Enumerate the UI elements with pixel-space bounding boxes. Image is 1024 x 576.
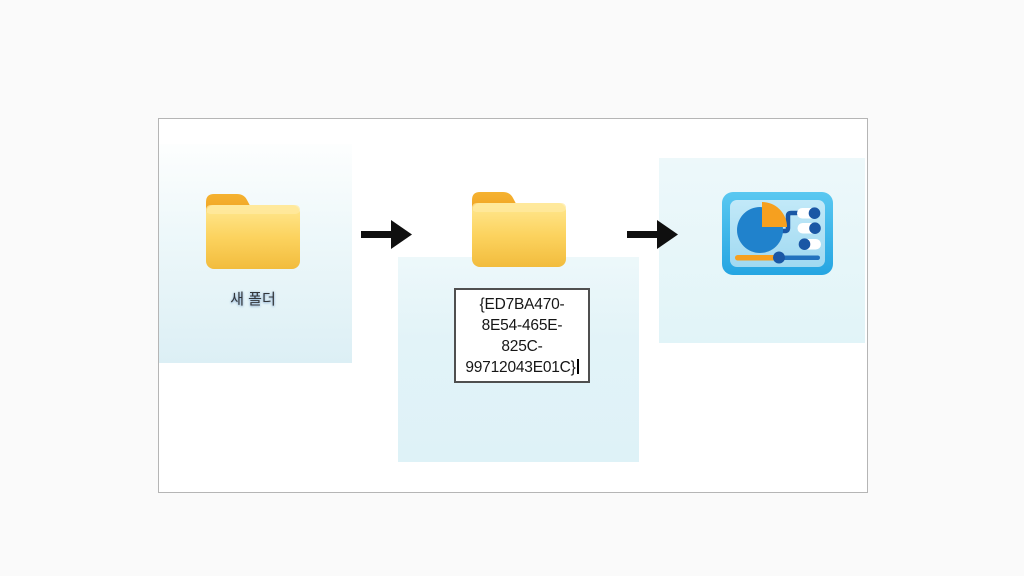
rename-line: 825C- [501,338,543,355]
folder-name-label: 새 폴더 [230,291,276,308]
folder-icon[interactable] [201,189,305,273]
rename-line: {ED7BA470- [479,296,565,313]
text-cursor [576,359,579,374]
arrow-right-icon [627,220,678,249]
arrow-right-icon [361,220,412,249]
rename-line: 99712043E01C} [456,357,588,378]
folder-icon[interactable] [467,187,571,271]
pie-slice-glyph [762,202,787,227]
rename-line: 8E54-465E- [481,317,563,334]
control-panel-icon[interactable] [722,192,833,275]
folder-rename-input[interactable]: {ED7BA470- 8E54-465E- 825C- 99712043E01C… [454,288,590,383]
